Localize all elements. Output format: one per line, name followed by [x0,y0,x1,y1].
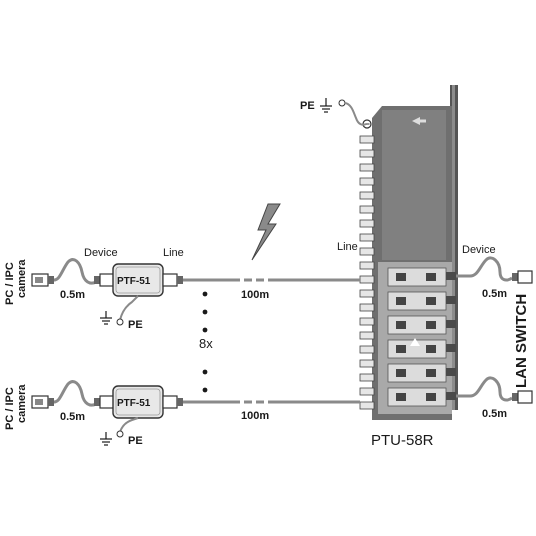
camera-label-line2: camera [16,384,28,423]
pe-label: PE [128,435,143,447]
panel-pe-connection: PE [300,98,367,126]
pe-terminal [116,318,124,326]
ptf-51-protector: PTF-51 [112,385,164,419]
pe-label: PE [128,319,143,331]
cable-length-left: 0.5m [60,289,85,301]
rj45-plug-icon [512,390,533,404]
line-terminals [359,135,375,410]
device-ports [446,272,456,400]
camera-label-line2: camera [16,259,28,298]
pe-terminal [116,430,124,438]
ptf-51-protector: PTF-51 [112,263,164,297]
cable-length-long: 100m [241,289,269,301]
pe-wire [344,102,367,126]
ground-icon [100,432,112,446]
rj45-plug-icon [512,270,533,284]
device-label: Device [84,247,118,259]
cable-length-left: 0.5m [60,411,85,423]
pe-terminal [338,99,346,107]
rj45-plug-icon [94,395,115,409]
rj45-plug-icon [94,273,115,287]
patch-cable [469,376,513,402]
cable-length-right: 0.5m [482,288,507,300]
channel-count: 8x [199,336,213,351]
cable-length-long: 100m [241,410,269,422]
lightning-icon [251,203,281,261]
protector-label: PTF-51 [117,398,151,409]
ground-icon [100,311,112,325]
top-channel: PC / IPC camera 0.5m Device Line PTF-51 [4,244,533,331]
rj45-plug-icon [162,273,183,287]
rj45-plug-icon [31,395,54,409]
pe-wire [119,295,139,321]
pe-label: PE [300,100,315,112]
protector-label: PTF-51 [117,276,151,287]
lan-switch-label: LAN SWITCH [513,294,530,388]
repeat-indicator [202,291,208,393]
camera-label-line1: PC / IPC [4,387,16,430]
bottom-channel: PC / IPC camera 0.5m PTF-51 [4,376,533,447]
ground-icon [320,98,332,113]
rj45-plug-icon [31,273,54,287]
model-label: PTU-58R [371,432,434,449]
rj45-plug-icon [162,395,183,409]
protection-modules [387,267,447,407]
patch-cable [469,256,513,282]
pe-wire [119,417,139,433]
ptu-58r-panel [359,85,458,420]
device-label-right: Device [462,244,496,256]
line-label: Line [163,247,184,259]
camera-label-line1: PC / IPC [4,262,16,305]
arrow-icon [412,117,420,125]
patch-cable [53,258,97,285]
cable-length-right: 0.5m [482,408,507,420]
patch-cable [53,380,97,407]
arrow-icon [410,338,420,346]
panel-line-label: Line [337,241,358,253]
